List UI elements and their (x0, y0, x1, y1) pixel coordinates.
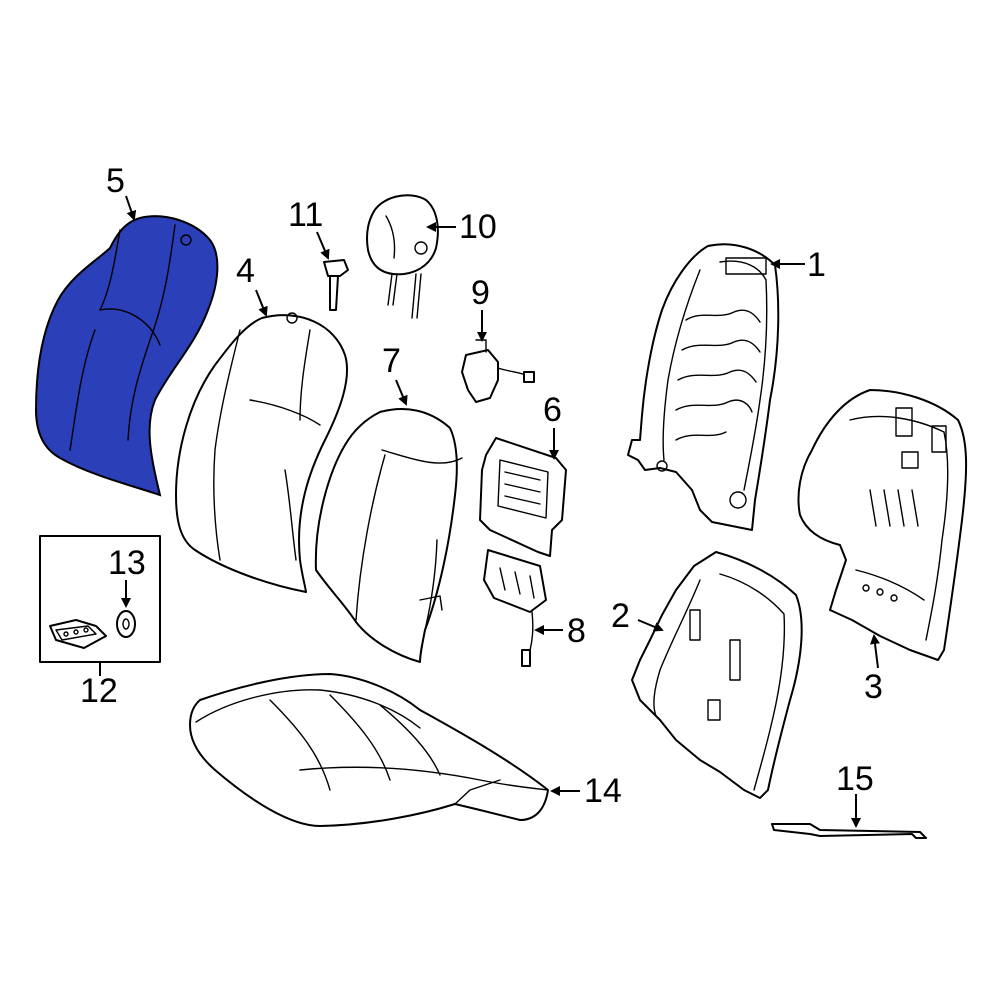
part-5-seat-back-cover[interactable] (34, 215, 219, 497)
callout-13: 13 (108, 544, 146, 582)
callout-9: 9 (471, 274, 490, 312)
part-6-lumbar-support[interactable] (479, 437, 567, 557)
callout-3: 3 (864, 668, 883, 706)
part-8-lumbar-motor[interactable] (483, 549, 547, 667)
part-14-seat-cushion[interactable] (189, 673, 549, 827)
callout-8: 8 (567, 612, 586, 650)
callout-1: 1 (807, 246, 826, 284)
leader-2 (637, 619, 664, 632)
leader-4 (255, 289, 268, 317)
callout-labels: 1 2 3 4 5 6 7 8 9 10 11 12 13 14 15 (80, 162, 883, 810)
callout-7: 7 (382, 342, 401, 380)
callout-5: 5 (106, 162, 125, 200)
callout-15: 15 (836, 760, 874, 798)
callout-12: 12 (80, 672, 118, 710)
callout-2: 2 (611, 597, 630, 635)
leader-5 (125, 195, 137, 221)
callout-6: 6 (543, 391, 562, 429)
leader-7 (395, 379, 408, 406)
callout-10: 10 (459, 208, 497, 246)
part-1-seat-back-frame[interactable] (627, 243, 780, 531)
callout-4: 4 (236, 252, 255, 290)
callout-14: 14 (584, 772, 622, 810)
part-12-switch-kit[interactable] (39, 535, 161, 663)
part-4-seat-back-trim[interactable] (175, 312, 349, 593)
leader-lines (99, 195, 880, 828)
part-10-headrest[interactable] (366, 194, 439, 319)
part-7-seat-back-pad[interactable] (314, 408, 463, 663)
part-3-back-panel[interactable] (797, 389, 968, 661)
part-13-knob[interactable] (116, 610, 136, 638)
part-11-guide-sleeve[interactable] (323, 259, 349, 311)
part-9-control-module[interactable] (461, 339, 535, 403)
callout-11: 11 (288, 196, 323, 234)
leader-3 (870, 634, 880, 669)
part-15-rod[interactable] (771, 823, 927, 839)
leader-11 (316, 231, 330, 260)
part-2-inner-panel[interactable] (631, 551, 803, 799)
